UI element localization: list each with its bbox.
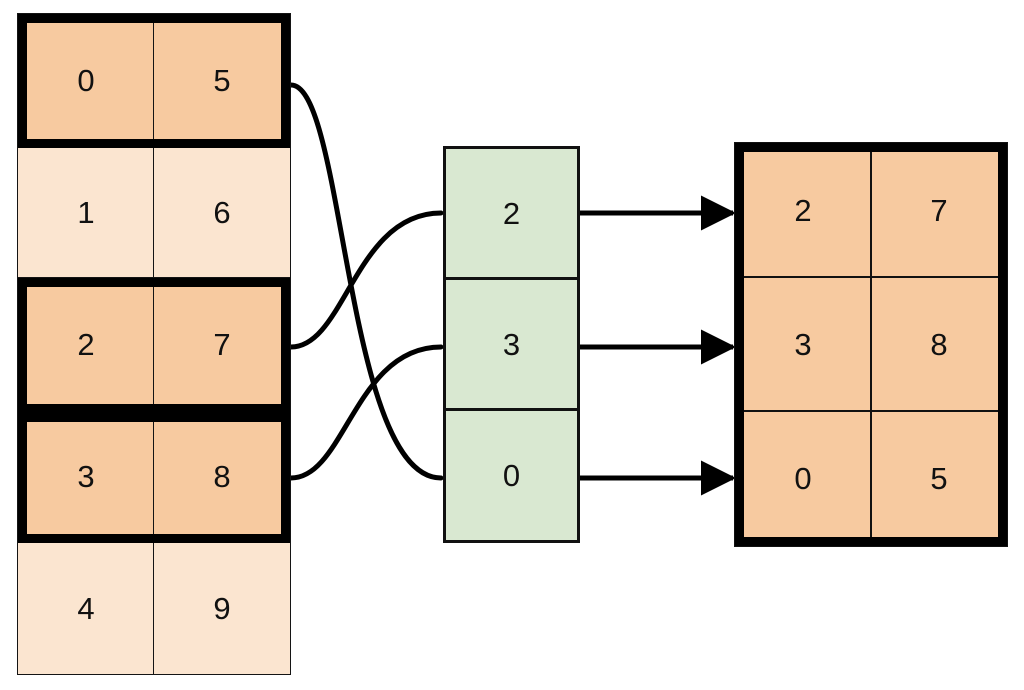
- row-highlight-frame-0: [18, 14, 290, 148]
- table-row: 8: [869, 276, 1009, 413]
- list-item: 2: [443, 146, 580, 281]
- table-row: 3: [733, 276, 873, 413]
- table-row: 9: [153, 541, 291, 675]
- table-row: 8: [153, 409, 291, 543]
- table-row: 7: [869, 141, 1009, 279]
- table-row: 7: [153, 277, 291, 411]
- row-divider-frame-2-3: [18, 404, 290, 422]
- table-row: 2: [733, 141, 873, 279]
- table-row: 1: [17, 145, 155, 279]
- result-table: 2 7 3 8 0 5: [733, 141, 1009, 548]
- source-table: 0 5 1 6 2 7 3 8 4 9: [17, 13, 291, 675]
- table-row: 4: [17, 541, 155, 675]
- table-row: 5: [153, 13, 291, 147]
- table-row: 0: [733, 410, 873, 548]
- table-row: 0: [17, 13, 155, 147]
- table-row: 5: [869, 410, 1009, 548]
- list-item: 3: [443, 277, 580, 412]
- curve-row0-to-index0: [288, 82, 444, 481]
- table-row: 6: [153, 145, 291, 279]
- curve-row2-to-index2: [288, 210, 444, 350]
- list-item: 0: [443, 408, 580, 543]
- curve-row3-to-index3: [288, 344, 444, 481]
- index-column: 2 3 0: [443, 146, 580, 543]
